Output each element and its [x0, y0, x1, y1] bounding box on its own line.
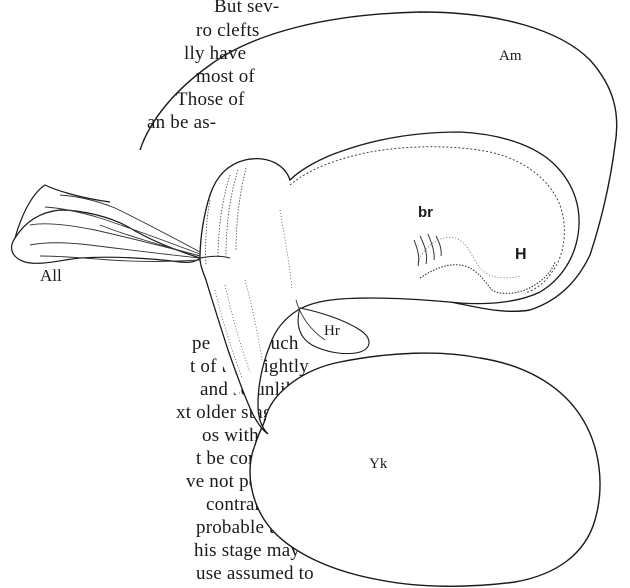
label-all: All [40, 266, 62, 286]
label-am: Am [499, 48, 522, 65]
label-h: H [515, 246, 527, 264]
label-yk: Yk [369, 456, 387, 473]
label-br: br [418, 204, 433, 221]
label-hr: Hr [324, 323, 340, 340]
yolk-sac-outline [250, 353, 600, 586]
